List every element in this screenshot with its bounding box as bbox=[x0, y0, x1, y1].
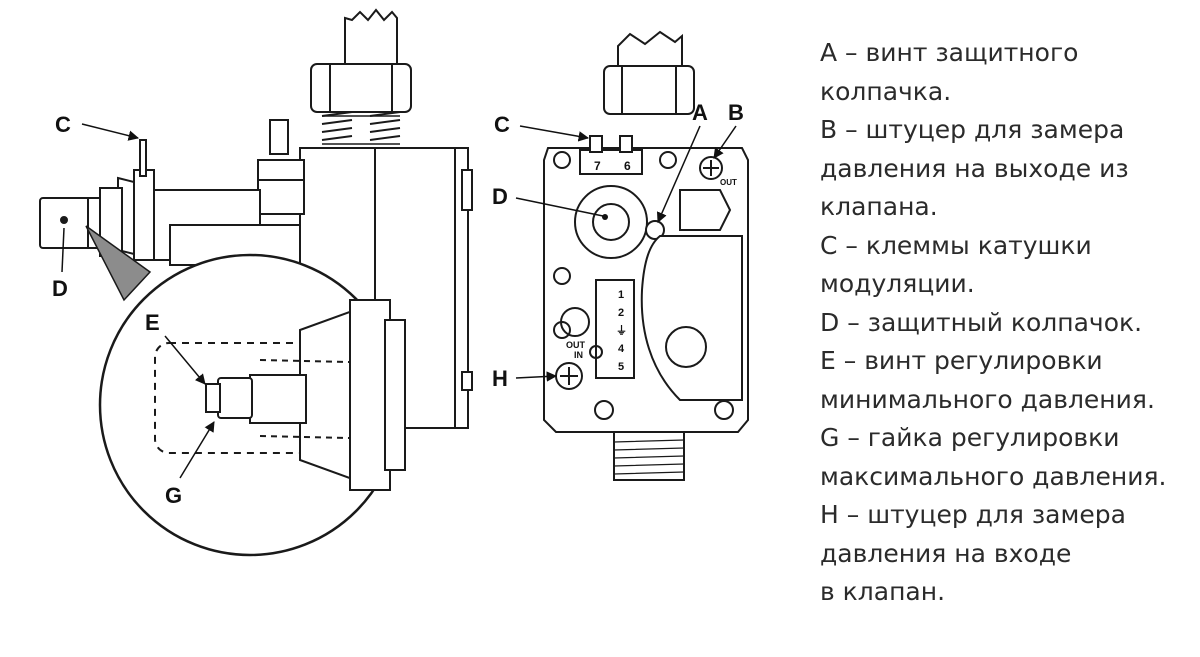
legend-entry: C – клеммы катушки модуляции. bbox=[820, 227, 1190, 304]
label-a: A bbox=[692, 100, 708, 125]
legend-line: B – штуцер для замера bbox=[820, 115, 1125, 144]
label-g: G bbox=[165, 483, 182, 508]
legend-line: G – гайка регулировки bbox=[820, 423, 1120, 452]
pipe-nut bbox=[310, 63, 412, 113]
legend-entry: G – гайка регулировки максимального давле… bbox=[820, 419, 1190, 496]
legend-line: D – защитный колпачок. bbox=[820, 307, 1143, 337]
legend-line: A – винт защитного bbox=[820, 38, 1079, 67]
legend-entry: A – винт защитного колпачка. bbox=[820, 34, 1190, 111]
magnifier-pointer bbox=[85, 225, 152, 302]
label-b: B bbox=[728, 100, 744, 125]
label-c-side: C bbox=[55, 112, 71, 137]
legend-line: E – винт регулировки bbox=[820, 346, 1103, 375]
label-h: H bbox=[492, 366, 508, 391]
legend-line: колпачка. bbox=[820, 76, 952, 106]
legend: A – винт защитного колпачка. B – штуцер дл… bbox=[820, 34, 1190, 612]
front-view bbox=[543, 30, 749, 481]
legend-entry: D – защитный колпачок. bbox=[820, 304, 1190, 343]
legend-line: давления на входе bbox=[820, 538, 1072, 568]
terminal-mark-7: 7 bbox=[594, 159, 601, 173]
legend-line: в клапан. bbox=[820, 577, 946, 606]
in-mark: IN bbox=[574, 350, 583, 360]
label-e: E bbox=[145, 310, 160, 335]
terminal-mark-6: 6 bbox=[624, 159, 631, 173]
pin-2: 2 bbox=[618, 307, 624, 319]
label-d-front: D bbox=[492, 184, 508, 209]
protective-cap-front bbox=[574, 185, 648, 259]
min-pressure-screw bbox=[205, 383, 221, 413]
top-pipe bbox=[344, 8, 398, 67]
legend-line: минимального давления. bbox=[820, 384, 1155, 414]
legend-entry: B – штуцер для замера давления на выходе … bbox=[820, 111, 1190, 227]
legend-line: модуляции. bbox=[820, 269, 975, 298]
pin-connector bbox=[595, 279, 635, 379]
magnified-detail bbox=[98, 253, 406, 557]
pin-5: 5 bbox=[618, 361, 624, 373]
out-mark-small: OUT bbox=[720, 178, 737, 187]
front-pipe-nut bbox=[603, 65, 695, 115]
legend-line: клапана. bbox=[820, 192, 938, 221]
pin-ground: ⏚ bbox=[616, 324, 627, 337]
front-body-markings: 7 6 OUT OUT IN 1 2 ⏚ 4 5 bbox=[566, 159, 737, 373]
legend-entry: E – винт регулировки минимального давлени… bbox=[820, 342, 1190, 419]
spring bbox=[321, 111, 401, 145]
out-mark: OUT bbox=[566, 340, 586, 350]
outlet-pressure-nipple bbox=[699, 156, 723, 180]
legend-line: H – штуцер для замера bbox=[820, 500, 1126, 529]
pin-4: 4 bbox=[618, 343, 625, 355]
legend-entry: H – штуцер для замера давления на входе в … bbox=[820, 496, 1190, 612]
front-view-callouts: C A B D H bbox=[492, 100, 744, 391]
gas-valve-diagram: C D E G bbox=[39, 8, 749, 557]
pin-1: 1 bbox=[618, 289, 624, 301]
cap-screw bbox=[645, 220, 665, 240]
legend-line: C – клеммы катушки bbox=[820, 230, 1092, 260]
legend-line: максимального давления. bbox=[820, 461, 1167, 491]
side-view-callouts: C D E G bbox=[52, 112, 215, 508]
legend-line: давления на выходе из bbox=[820, 153, 1129, 183]
label-d-side: D bbox=[52, 276, 68, 301]
label-c-front: C bbox=[494, 112, 510, 137]
